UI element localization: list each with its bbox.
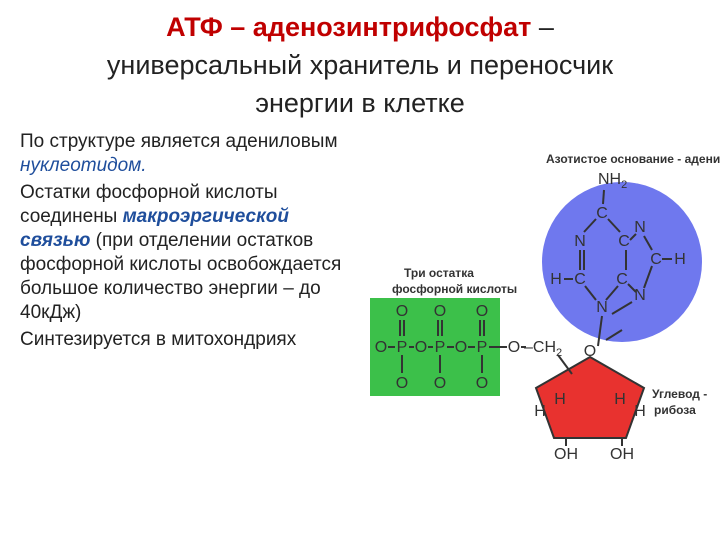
adenine-circle [542, 182, 702, 342]
adenine-atoms: NH2 C N C N C H H C C N N [550, 171, 686, 316]
ch-subscript: 2 [556, 347, 562, 359]
atom-h: H [550, 271, 562, 288]
label-nitrogen-base: Азотистое основание - аденин [546, 152, 720, 166]
nh-subscript: 2 [621, 179, 627, 191]
paragraph-synthesis: Синтезируется в митохондриях [20, 329, 297, 350]
paragraph-bond: Остатки фосфорной кислоты соединены макр… [20, 181, 350, 325]
atom-c: C [616, 271, 628, 288]
title-line-3: энергии в клетке [255, 88, 465, 118]
atom-c: C [650, 251, 662, 268]
ribose-bonds [565, 329, 623, 446]
slide-title: АТФ – аденозинтрифосфат – универсальный … [0, 8, 720, 122]
text-structure: По структуре является адениловым [20, 131, 338, 152]
ribose-oh: OH [610, 446, 634, 463]
adenine-bonds [564, 189, 672, 347]
phosphate-chain: O P O P O P O O O O O O O –CH2 [375, 303, 562, 392]
atom-h: H [674, 251, 686, 268]
atom-n: N [634, 219, 646, 236]
atom-n: N [634, 287, 646, 304]
nh-text: NH [598, 171, 621, 188]
ribose-oh: OH [554, 446, 578, 463]
atom-c: C [618, 233, 630, 250]
atom-p-1: P [397, 339, 408, 356]
atom-o: O [476, 303, 488, 320]
phosphate-bonds [388, 320, 573, 375]
term-macroergic-bond: макроэргической связью [20, 206, 289, 251]
ribose-atoms: O H H H H OH OH [534, 343, 646, 463]
title-term: АТФ – аденозинтрифосфат [166, 12, 532, 42]
paragraph-structure: По структуре является адениловым нуклеот… [20, 130, 350, 178]
ribose-h: H [614, 391, 626, 408]
ch-text: –CH [524, 339, 556, 356]
atom-ch2: –CH2 [524, 339, 562, 359]
atom-c: C [596, 205, 608, 222]
ribose-h: H [634, 403, 646, 420]
atom-c: C [574, 271, 586, 288]
atom-o: O [434, 303, 446, 320]
title-line-2: универсальный хранитель и переносчик [106, 50, 614, 80]
atom-o: O [375, 339, 387, 356]
atom-o: O [396, 375, 408, 392]
ribose-h: H [554, 391, 566, 408]
atom-p-2: P [435, 339, 446, 356]
atom-o: O [434, 375, 446, 392]
description-text: По структуре является адениловым нуклеот… [20, 130, 350, 355]
ribose-pentagon [534, 355, 646, 439]
ribose-h: H [534, 403, 546, 420]
label-phosphates-line2: фосфорной кислоты [392, 282, 517, 296]
atom-o: O [415, 339, 427, 356]
title-line-1: АТФ – аденозинтрифосфат – [0, 8, 720, 46]
ribose-o: O [584, 343, 596, 360]
atom-nh2: NH2 [598, 171, 627, 191]
label-sugar-line1: Углевод - [652, 387, 707, 401]
label-ribose-line2: рибоза [654, 403, 696, 417]
atom-o-link: O [508, 339, 520, 356]
title-dash: – [531, 12, 554, 42]
atom-p-3: P [477, 339, 488, 356]
atom-o: O [396, 303, 408, 320]
atom-o: O [455, 339, 467, 356]
term-nucleotide: нуклеотидом. [20, 155, 147, 176]
atom-o: O [476, 375, 488, 392]
atom-n: N [596, 299, 608, 316]
text-residues: Остатки фосфорной кислоты соединены [20, 182, 278, 227]
atom-n: N [574, 233, 586, 250]
text-energy: (при отделении остатков фосфорной кислот… [20, 230, 342, 323]
label-phosphates-line1: Три остатка [404, 266, 474, 280]
